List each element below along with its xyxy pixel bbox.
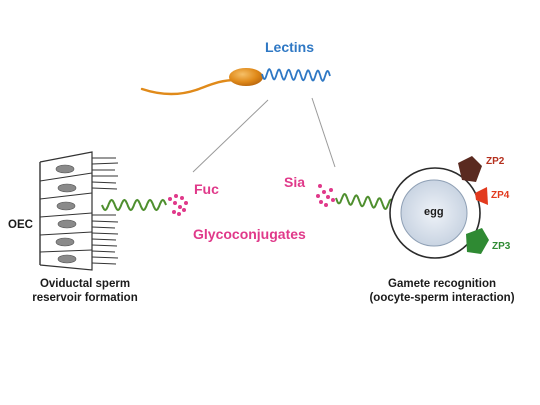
right-caption-line2: (oocyte-sperm interaction) [369, 292, 515, 305]
right-caption-line1: Gamete recognition [388, 278, 496, 290]
zp2-protein [458, 156, 482, 182]
zp3-label: ZP3 [492, 241, 511, 252]
lectins-label: Lectins [265, 39, 315, 55]
lectin-helix-oec [101, 198, 167, 212]
sia-label: Sia [284, 174, 306, 190]
oec-label: OEC [8, 219, 33, 231]
cell-boundaries [39, 172, 93, 253]
connector-line-right [311, 97, 336, 168]
cilia [91, 157, 119, 265]
epithelium-outline [39, 151, 93, 271]
fucose-glycan [168, 194, 188, 216]
sperm-tail [140, 78, 238, 96]
zp2-label: ZP2 [486, 156, 505, 167]
fuc-label: Fuc [194, 181, 219, 197]
zp4-protein [475, 187, 488, 205]
sialic-acid-glycan [316, 184, 335, 207]
connector-line-left [192, 99, 269, 173]
zp4-label: ZP4 [491, 190, 510, 201]
egg-label: egg [424, 206, 444, 218]
left-caption: Oviductal sperm reservoir formation [0, 277, 170, 306]
left-caption-line1: Oviductal sperm [39, 278, 131, 290]
left-caption-line2: reservoir formation [32, 292, 138, 305]
lectin-helix-egg [335, 193, 395, 210]
oocyte-interaction [316, 156, 489, 259]
cell-nuclei [55, 164, 77, 264]
right-caption: Gamete recognition (oocyte-sperm interac… [352, 277, 532, 306]
egg-cell [400, 179, 468, 247]
sperm-head [229, 68, 263, 86]
glycoconjugates-label: Glycoconjugates [193, 226, 306, 242]
lectin-helix-sperm [261, 68, 331, 82]
sperm-cell [140, 68, 331, 96]
oviductal-epithelium [39, 151, 188, 271]
zp3-protein [466, 228, 489, 254]
